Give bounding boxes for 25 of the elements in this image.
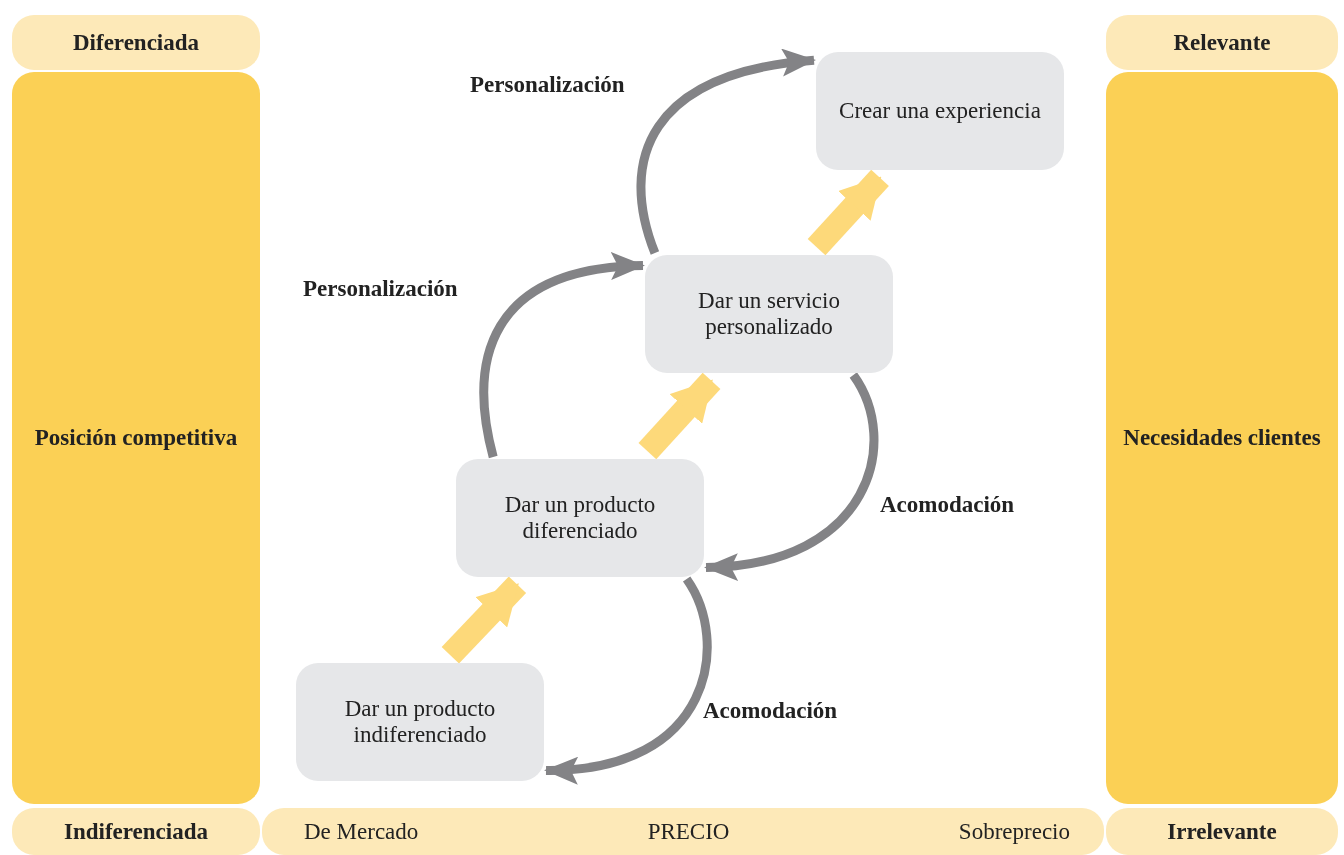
axis-band: Posición competitiva xyxy=(12,72,260,804)
axis-bar xyxy=(262,808,1104,855)
arrow xyxy=(636,50,816,255)
step-box: Dar un producto diferenciado xyxy=(456,459,704,577)
axis-label: PRECIO xyxy=(647,818,730,845)
step-box: Dar un servicio personalizado xyxy=(645,255,893,373)
step-box: Dar un producto indiferenciado xyxy=(296,663,544,781)
edge-label: Acomodación xyxy=(703,698,838,724)
band-label: Relevante xyxy=(1106,15,1338,70)
arrow xyxy=(479,253,645,458)
axis-band: Necesidades clientes xyxy=(1106,72,1338,804)
band-label: Irrelevante xyxy=(1106,808,1338,855)
arrow xyxy=(807,169,889,256)
arrow xyxy=(638,372,721,460)
edge-label: Acomodación xyxy=(880,492,1015,518)
edge-label: Personalización xyxy=(470,72,625,98)
arrow xyxy=(441,576,527,664)
arrow xyxy=(704,372,879,580)
axis-label: Sobreprecio xyxy=(958,818,1070,845)
edge-label: Personalización xyxy=(303,276,458,302)
step-box: Crear una experiencia xyxy=(816,52,1064,170)
band-label: Indiferenciada xyxy=(12,808,260,855)
arrow xyxy=(544,576,712,783)
axis-label: De Mercado xyxy=(304,818,419,845)
band-label: Diferenciada xyxy=(12,15,260,70)
